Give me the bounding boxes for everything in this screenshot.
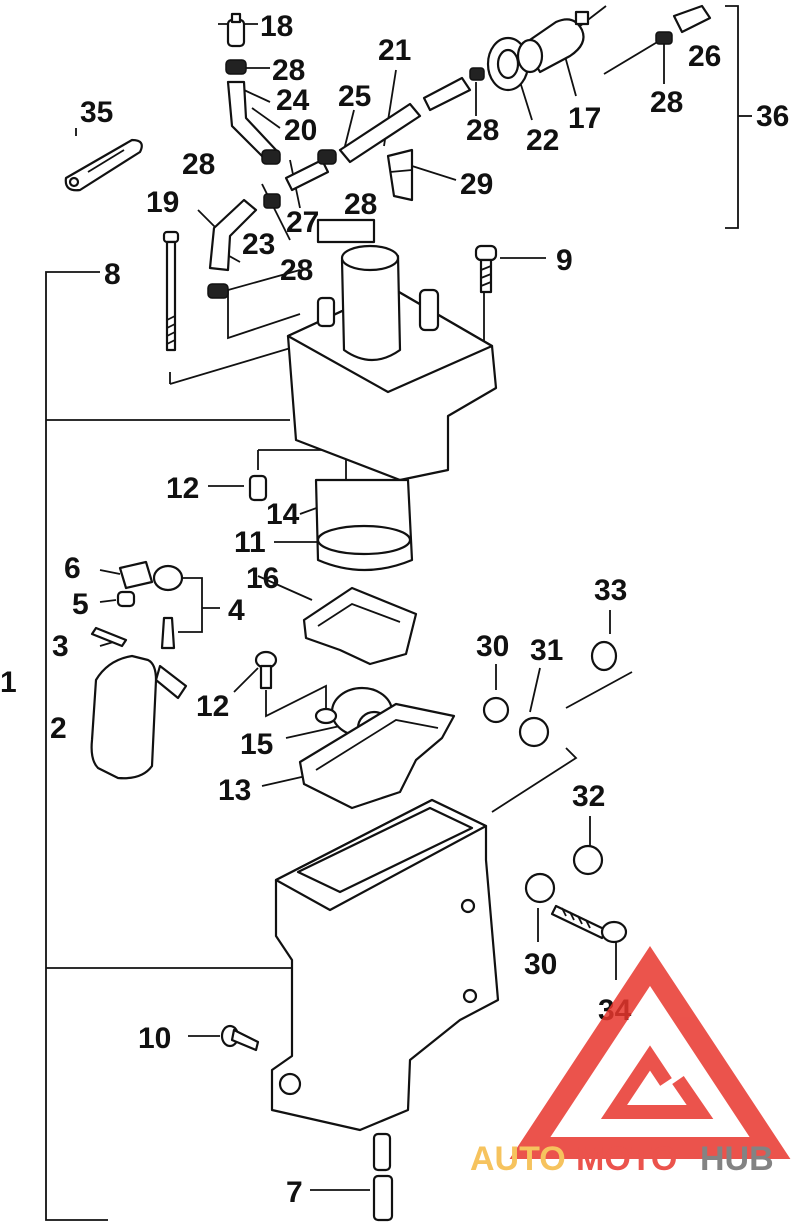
callout-28e: 28 [466,114,499,147]
callout-3: 3 [52,630,69,663]
callout-31: 31 [530,634,563,667]
callout-28b: 28 [182,148,215,181]
callout-35: 35 [80,96,113,129]
washers-part [482,640,618,904]
callout-29: 29 [460,168,493,201]
lower-housing-part [270,798,500,1132]
watermark: AUTO MOTO HUB [470,946,791,1178]
callout-25: 25 [338,80,371,113]
hose-long-part [284,76,472,192]
screw-part [254,650,278,690]
callout-2: 2 [50,712,67,745]
callout-6: 6 [64,552,81,585]
callout-30b: 30 [524,948,557,981]
callout-21: 21 [378,34,411,67]
callout-20: 20 [284,114,317,147]
callout-13: 13 [218,774,251,807]
callout-36: 36 [756,100,789,133]
small-bolt-part [220,1024,260,1052]
callout-28f: 28 [650,86,683,119]
callout-16: 16 [246,562,279,595]
callout-19: 19 [146,186,179,219]
small-parts-left [90,560,184,650]
callout-15: 15 [240,728,273,761]
callout-4: 4 [228,594,245,627]
callout-24: 24 [276,84,310,117]
callout-22: 22 [526,124,559,157]
callout-14: 14 [266,498,300,531]
callout-18: 18 [260,10,293,43]
gasket-lower-part [298,702,456,810]
callout-32: 32 [572,780,605,813]
hose-clip-part [386,148,414,202]
callout-27: 27 [286,206,319,239]
fitting-part [226,12,246,48]
callout-9: 9 [556,244,573,277]
vapor-separator-part [248,218,498,572]
callout-1: 1 [0,666,17,699]
callout-7: 7 [286,1176,303,1209]
long-bolt-part [162,230,180,352]
bolt-part [474,244,498,294]
gasket-upper-part [302,586,418,666]
callout-12a: 12 [166,472,199,505]
watermark-word-3: HUB [700,1140,774,1178]
hose-upper-part [225,59,281,165]
callout-17: 17 [568,102,601,135]
callout-28d: 28 [280,254,313,287]
callout-28a: 28 [272,54,305,87]
callout-10: 10 [138,1022,171,1055]
callout-30a: 30 [476,630,509,663]
hose-lower-part [207,193,281,299]
watermark-triangle-logo [509,946,791,1159]
clip-bracket-part [64,138,143,192]
callout-5: 5 [72,588,89,621]
callout-12b: 12 [196,690,229,723]
watermark-word-1: AUTO [470,1140,566,1178]
callout-8: 8 [104,258,121,291]
watermark-word-2: MOTO [576,1140,677,1178]
callout-23: 23 [242,228,275,261]
callout-11: 11 [234,526,266,559]
hose-short-part [655,4,712,45]
callout-labels: 1 2 3 4 5 6 7 8 9 10 11 12 12 13 14 15 1… [0,10,789,1209]
bolt-long-part [550,904,628,944]
cover-part [90,654,188,780]
callout-33: 33 [594,574,627,607]
callout-28c: 28 [344,188,377,221]
sleeves-part [372,1132,394,1222]
callout-26: 26 [688,40,721,73]
fuel-filter-part [516,10,590,74]
